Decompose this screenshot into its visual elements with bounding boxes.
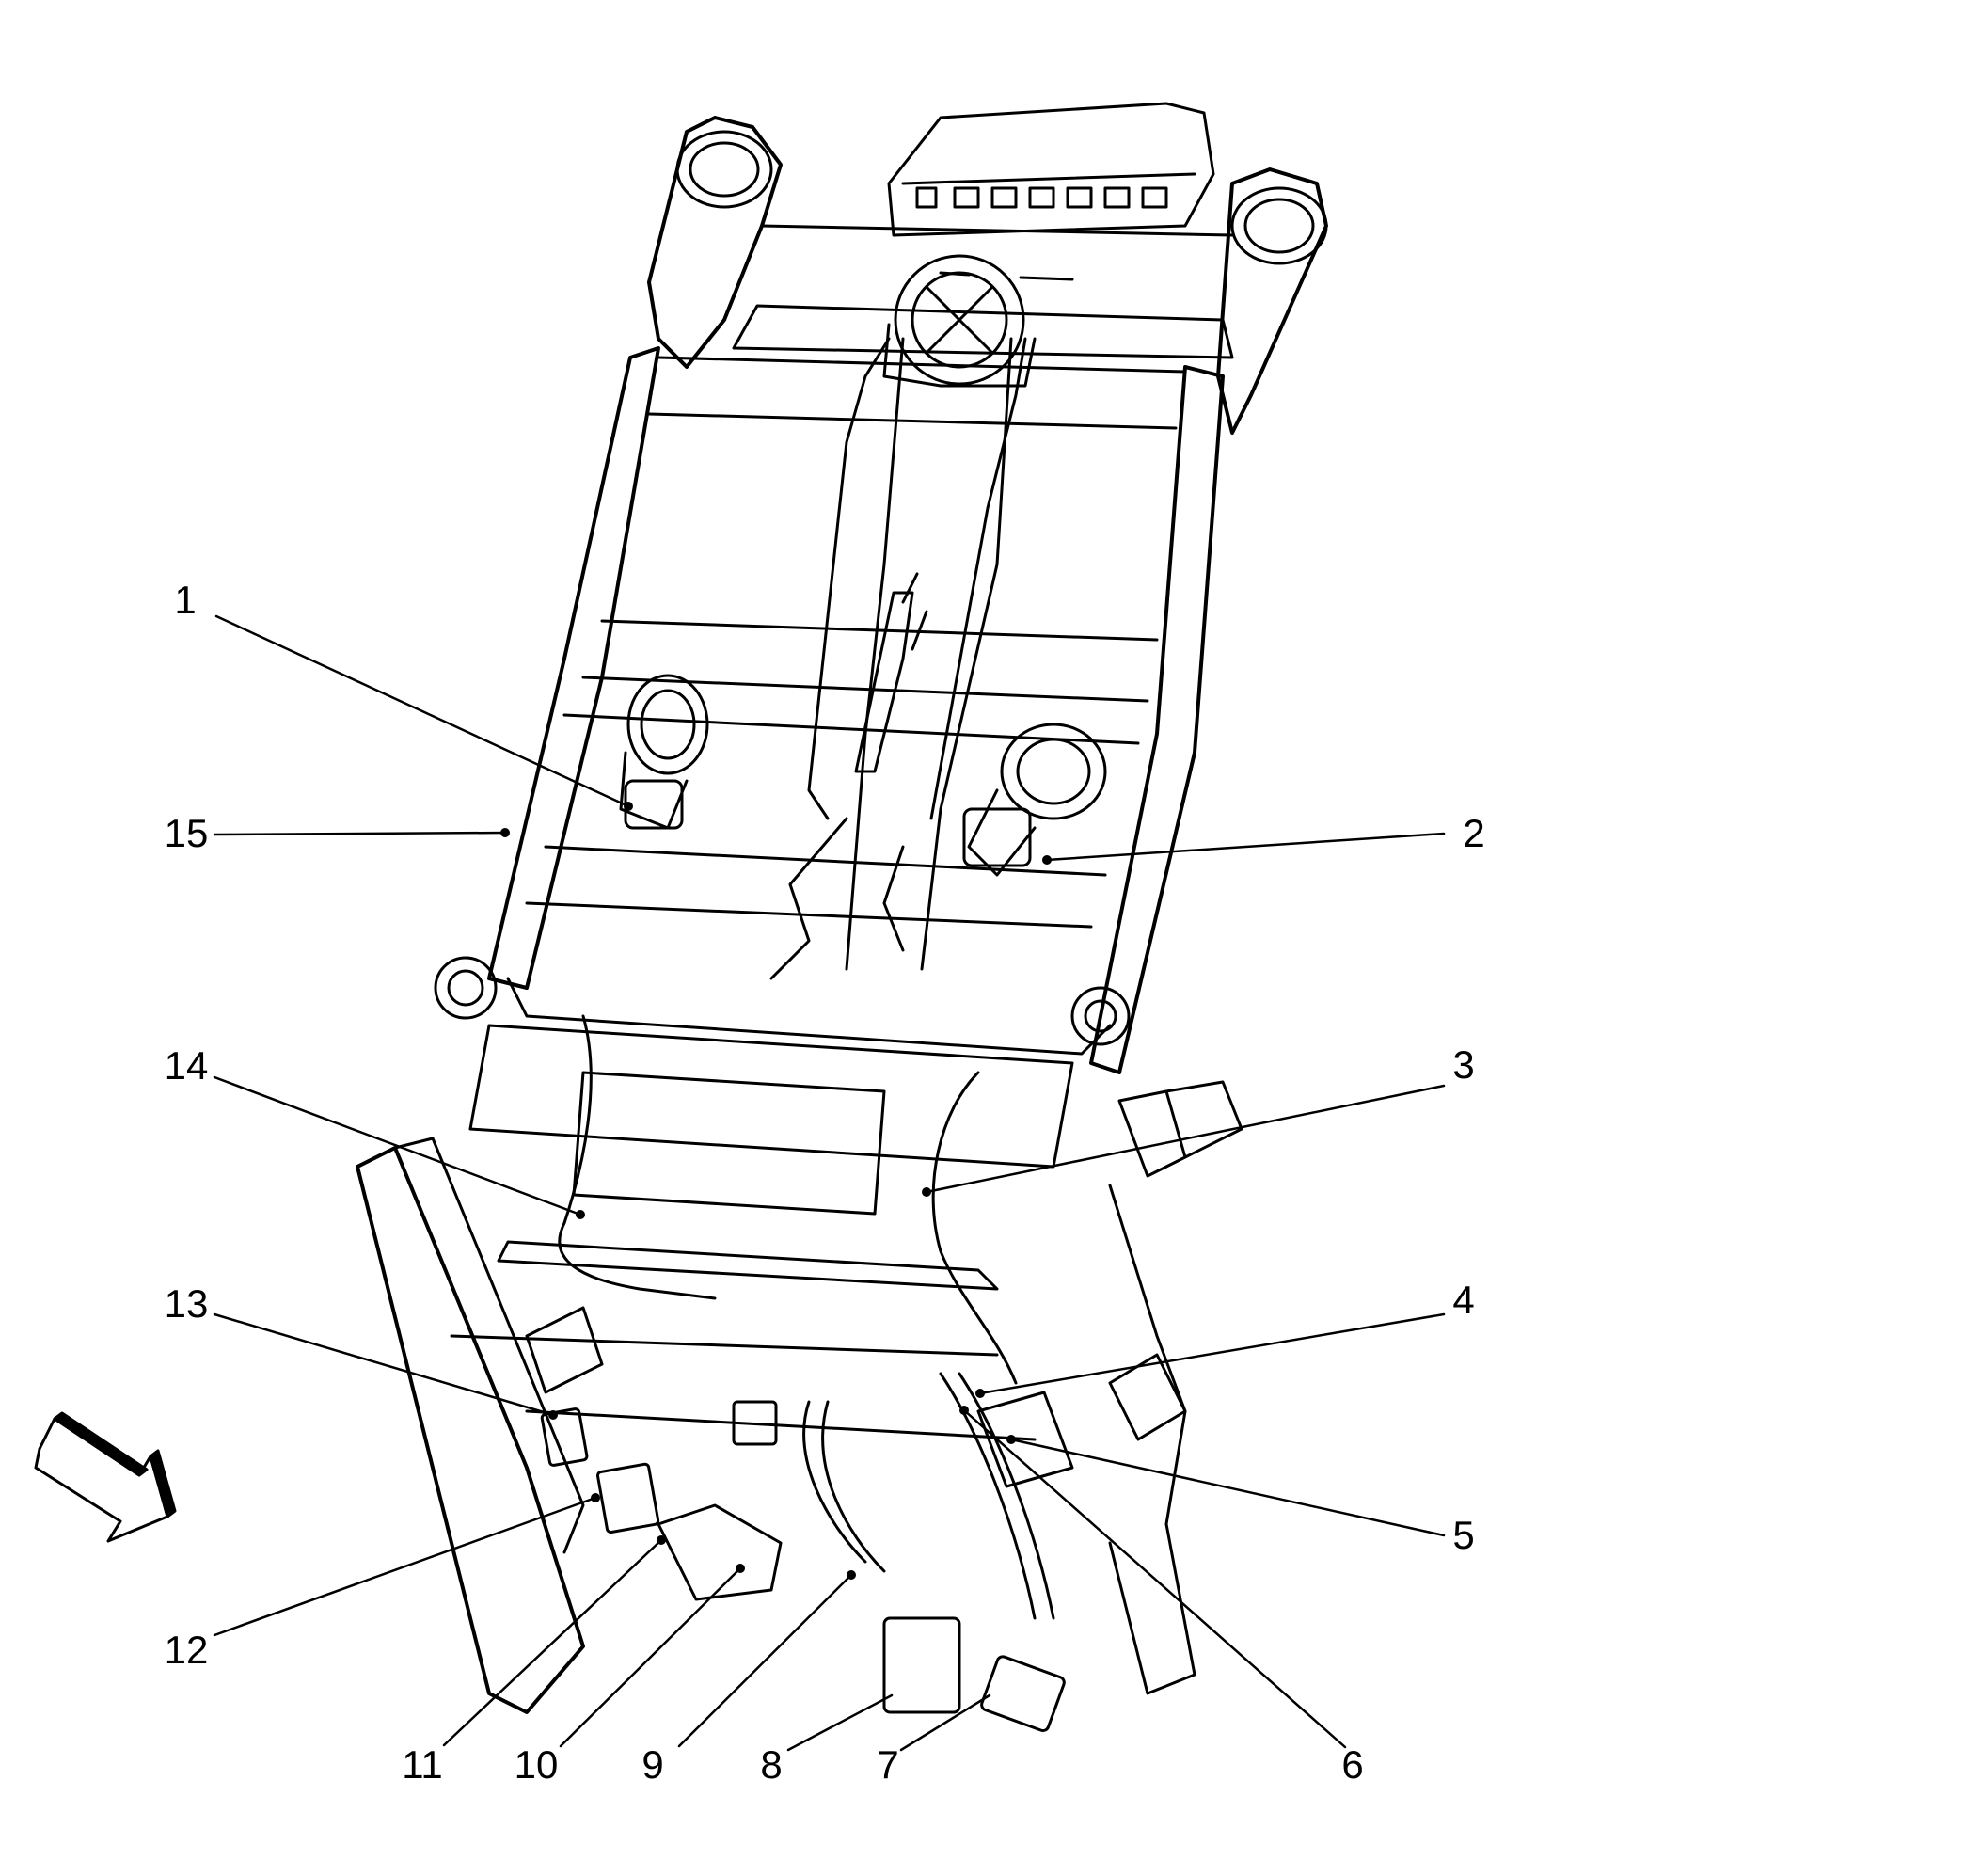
leader-3 [925, 1084, 1446, 1194]
leader-lines [213, 614, 1446, 1752]
cushion-frame [356, 956, 1243, 1732]
callout-15: 15 [164, 811, 209, 855]
callout-4: 4 [1452, 1278, 1475, 1322]
leader-1 [214, 614, 630, 808]
callout-6: 6 [1341, 1742, 1364, 1787]
callout-10: 10 [514, 1742, 559, 1787]
lumbar-actuator [769, 337, 1027, 980]
leader-14 [213, 1075, 582, 1216]
callout-8: 8 [760, 1742, 783, 1787]
leader-4 [978, 1312, 1446, 1395]
leader-11 [442, 1538, 663, 1747]
callout-5: 5 [1452, 1513, 1475, 1557]
leader-10 [559, 1566, 742, 1748]
headrest-assembly [647, 102, 1328, 435]
callout-14: 14 [164, 1043, 209, 1088]
view-direction-arrow-icon [34, 1411, 177, 1543]
leader-13 [213, 1312, 555, 1417]
motor-left [619, 674, 709, 830]
callout-1: 1 [174, 578, 197, 622]
leader-7 [899, 1693, 991, 1752]
leader-dots [500, 802, 1052, 1580]
callout-7: 7 [877, 1742, 899, 1787]
leader-8 [786, 1693, 894, 1752]
leader-6 [962, 1408, 1347, 1749]
leader-12 [213, 1496, 597, 1637]
leader-15 [213, 831, 507, 836]
callout-12: 12 [164, 1628, 209, 1672]
callout-13: 13 [164, 1281, 209, 1326]
leader-2 [1045, 832, 1446, 862]
callout-11: 11 [402, 1742, 443, 1787]
leader-9 [677, 1573, 853, 1748]
callout-2: 2 [1463, 811, 1485, 855]
motor-right [962, 723, 1107, 877]
seatback-frame [487, 254, 1225, 1074]
leader-5 [1009, 1438, 1446, 1537]
callout-3: 3 [1452, 1042, 1475, 1087]
callout-9: 9 [641, 1742, 664, 1787]
